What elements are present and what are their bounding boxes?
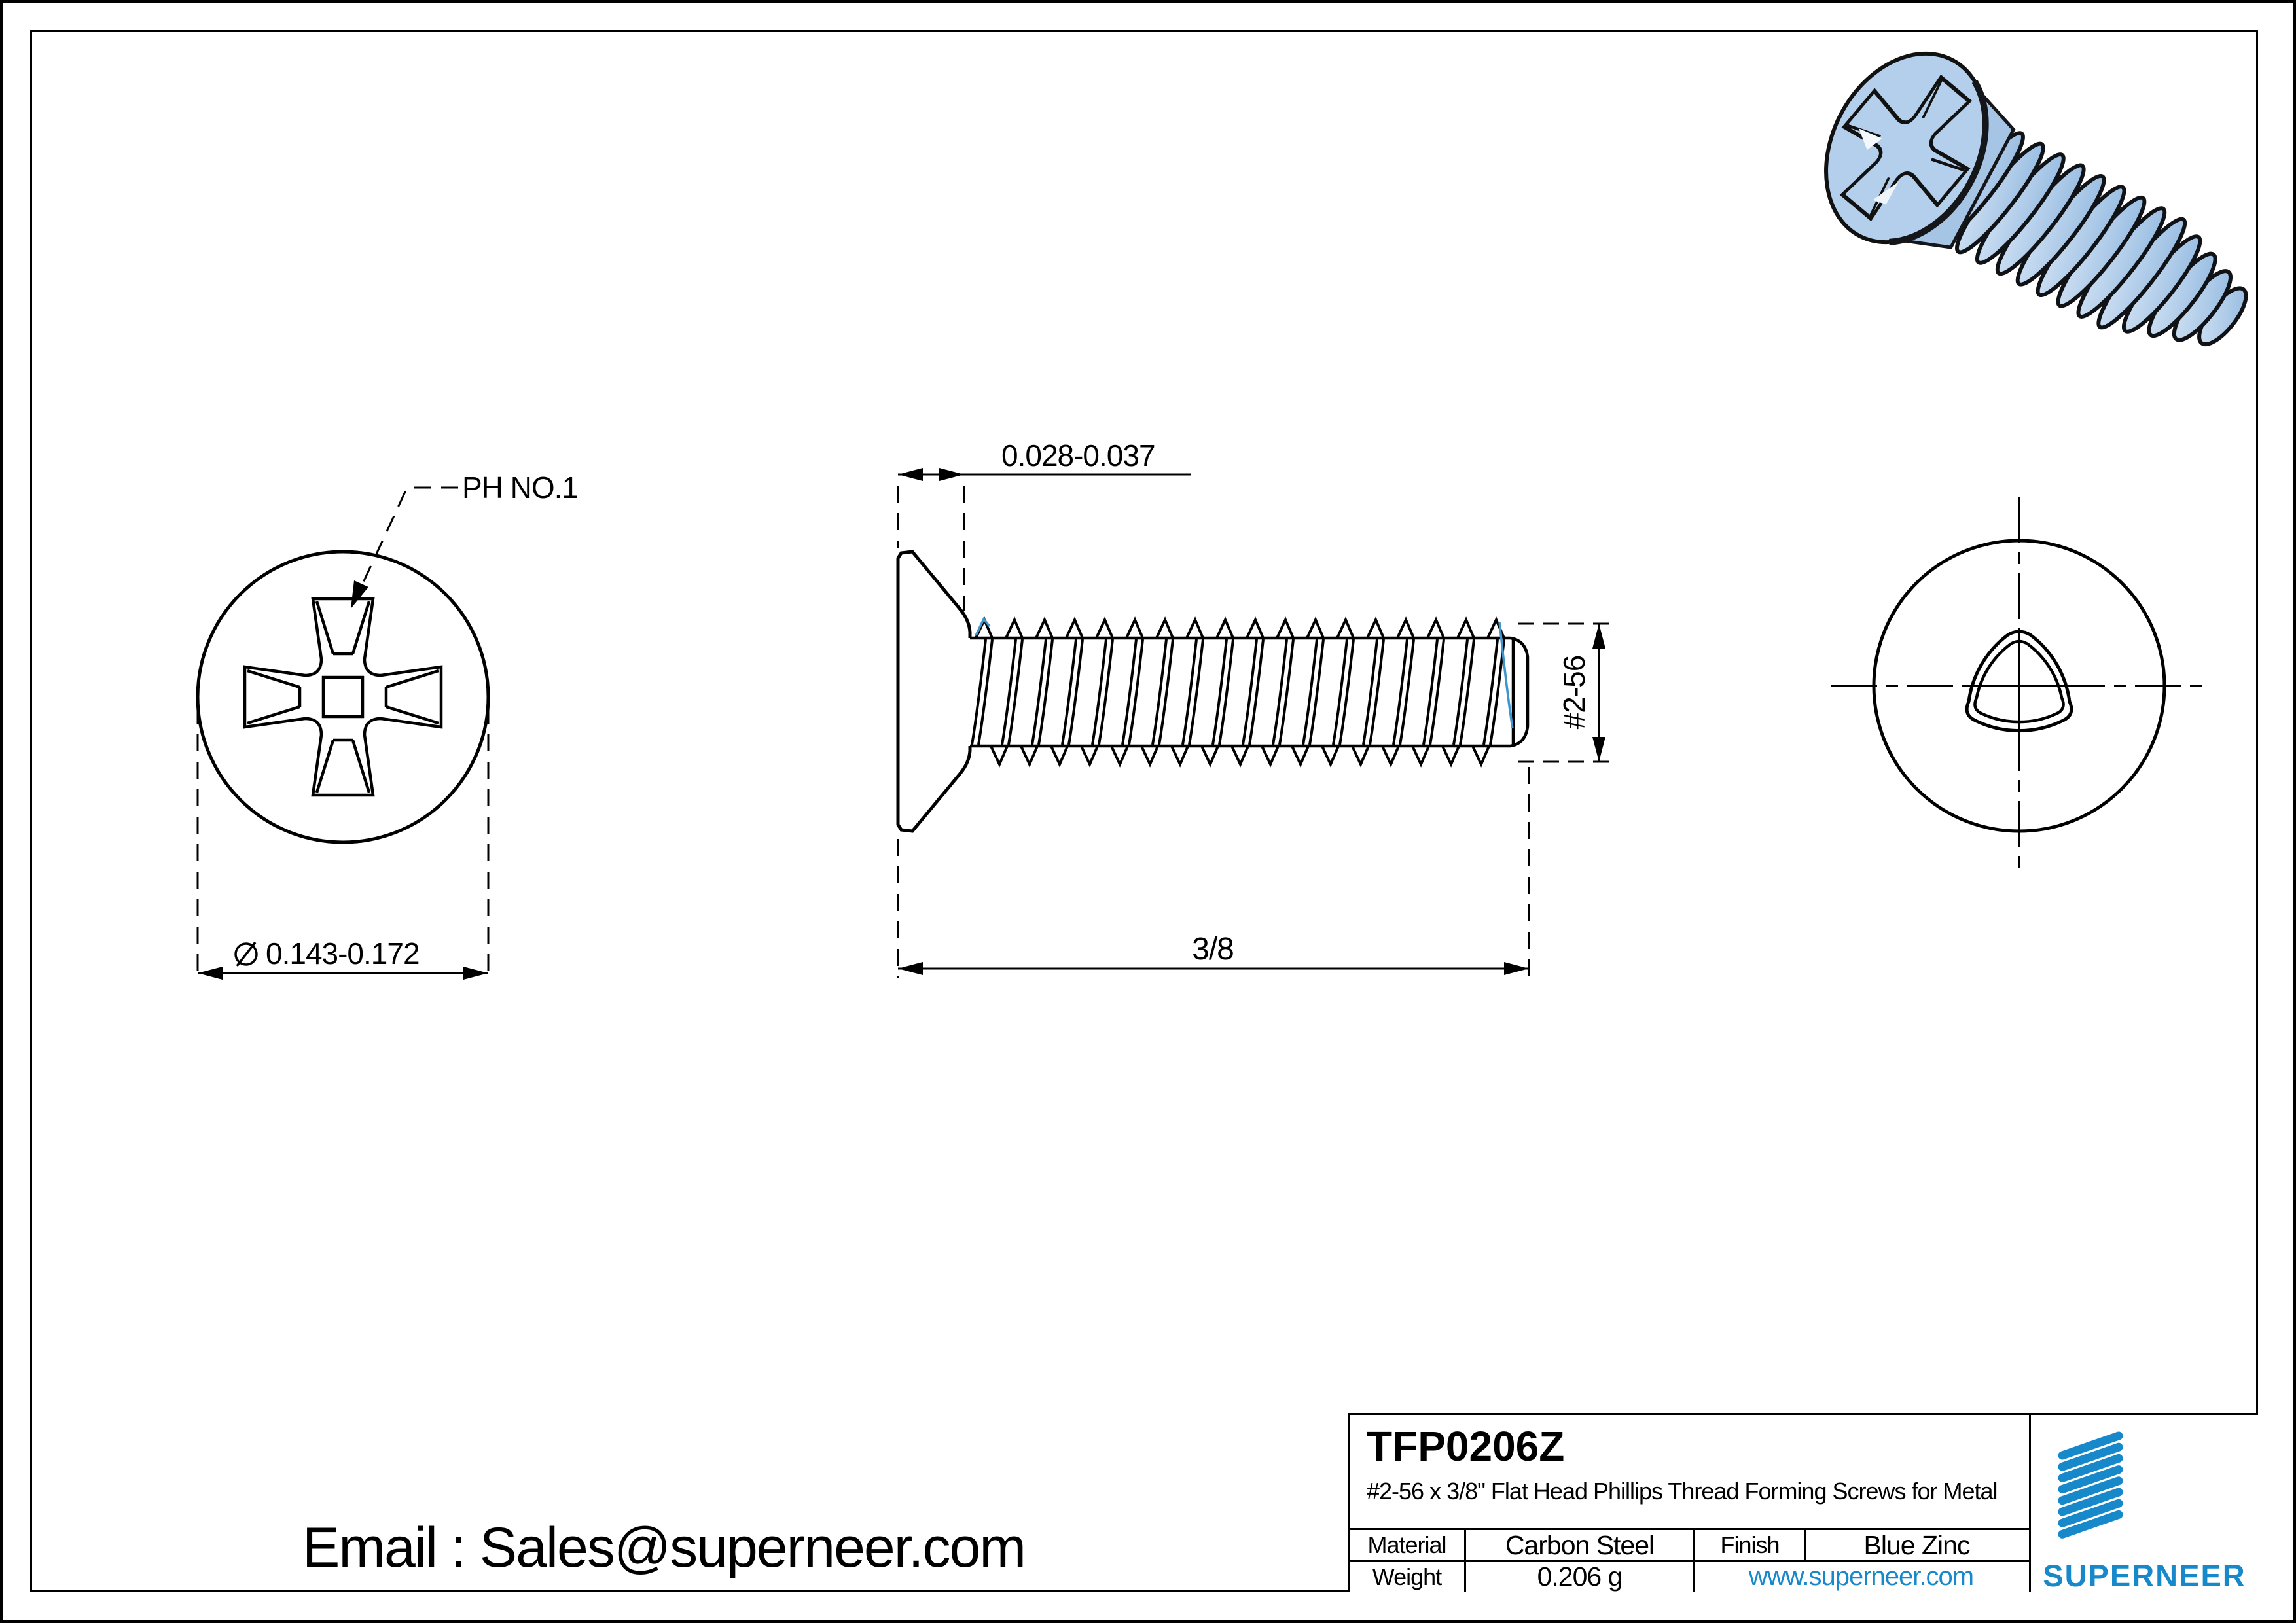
length-text: 3/8 [1192,932,1234,967]
head-diameter-text: 0.143-0.172 [266,936,420,971]
brand-logo-cell: SUPERNEER [2031,1415,2258,1593]
title-block: TFP0206Z #2-56 x 3/8" Flat Head Phillips… [1348,1413,2258,1593]
dim-arrow [1504,962,1529,975]
weight-label: Weight [1350,1562,1466,1592]
screw-3d-head-rim [1889,79,1989,245]
leader-arrowhead [351,580,368,609]
screw-3d-highlight [1873,181,1899,205]
screw-3d-render [1793,25,2248,347]
drive-label: PH NO.1 [462,471,578,505]
dim-arrow [1592,624,1605,649]
diameter-symbol-slash [236,941,257,967]
finish-value: Blue Zinc [1863,1529,1971,1560]
front-view-head [196,486,490,982]
finish-label: Finish [1695,1530,1806,1560]
dim-arrow [898,468,923,481]
thread-size-text: #2-56 [1557,656,1591,730]
thread-profile [971,616,1505,768]
brand-name: SUPERNEER [2043,1558,2246,1593]
brand-logo-icon [2058,1431,2123,1539]
end-view-circle [1872,539,2166,833]
dim-arrow [898,962,923,975]
phillips-recess [245,599,441,795]
dim-arrow [198,967,223,980]
website-cell: www.superneer.com [1695,1562,2027,1592]
screw-3d-phillips [1810,50,2002,246]
length-dim [897,767,1530,978]
head-outline-circle [196,550,490,844]
dim-arrow [1592,737,1605,762]
contact-email: Email : Sales@superneer.com [302,1516,1026,1579]
diameter-symbol [234,942,258,966]
dim-arrow [939,468,964,481]
part-description: #2-56 x 3/8" Flat Head Phillips Thread F… [1367,1478,1998,1505]
screw-tip [1510,636,1530,748]
part-number: TFP0206Z [1367,1423,1565,1470]
trilobe-crosshair [1965,630,2073,742]
side-head-outline [896,550,972,833]
title-area: TFP0206Z #2-56 x 3/8" Flat Head Phillips… [1350,1415,2029,1530]
material-label: Material [1350,1530,1466,1560]
thread-accent-end [1498,622,1514,729]
head-height-text: 0.028-0.037 [1001,438,1155,473]
material-value: Carbon Steel [1466,1530,1695,1560]
material-row: Material Carbon Steel Finish Blue Zinc [1350,1530,2029,1562]
head-diameter-dim [196,707,490,982]
recess-center-square [321,675,365,719]
end-view [1831,497,2207,874]
side-view-screw [896,468,1615,978]
trilobe-inner [1973,639,2065,724]
thread-accent-start [975,616,991,636]
weight-value: 0.206 g [1466,1561,1695,1592]
drive-leader [353,486,458,601]
screw-3d-highlight [1858,128,1882,151]
dim-arrow [463,967,488,980]
title-block-left: TFP0206Z #2-56 x 3/8" Flat Head Phillips… [1350,1415,2031,1592]
website-link[interactable]: www.superneer.com [1748,1562,1974,1591]
weight-row: Weight 0.206 g www.superneer.com [1350,1561,2029,1592]
shank-root-lines [970,636,1511,748]
head-height-dim [897,473,1191,611]
trilobe-outer [1965,630,2073,733]
